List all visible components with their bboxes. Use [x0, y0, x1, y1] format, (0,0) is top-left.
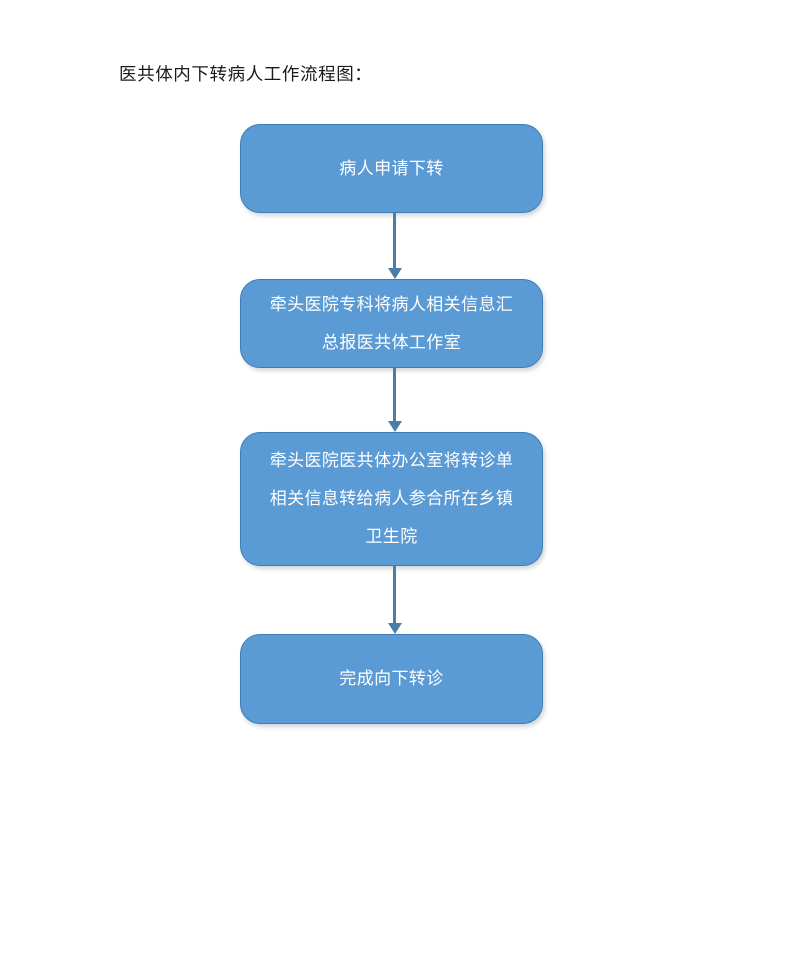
flow-connector-arrow-1 — [388, 213, 402, 279]
arrow-head-icon — [388, 268, 402, 279]
page-title: 医共体内下转病人工作流程图： — [119, 65, 373, 85]
arrow-head-icon — [388, 623, 402, 634]
arrow-shaft — [393, 213, 396, 268]
arrow-shaft — [393, 368, 396, 421]
flow-connector-arrow-2 — [388, 368, 402, 432]
flow-connector-arrow-3 — [388, 566, 402, 634]
flow-node-4[interactable]: 完成向下转诊 — [240, 634, 543, 724]
flow-node-1[interactable]: 病人申请下转 — [240, 124, 543, 213]
flow-node-2-label: 牵头医院专科将病人相关信息汇 总报医共体工作室 — [269, 294, 514, 353]
arrow-shaft — [393, 566, 396, 623]
flow-node-3[interactable]: 牵头医院医共体办公室将转诊单 相关信息转给病人参合所在乡镇 卫生院 — [240, 432, 543, 566]
flow-node-4-label: 完成向下转诊 — [339, 669, 444, 689]
arrow-head-icon — [388, 421, 402, 432]
flow-node-3-label: 牵头医院医共体办公室将转诊单 相关信息转给病人参合所在乡镇 卫生院 — [269, 451, 514, 547]
flow-node-1-label: 病人申请下转 — [339, 158, 444, 179]
flow-node-2[interactable]: 牵头医院专科将病人相关信息汇 总报医共体工作室 — [240, 279, 543, 368]
